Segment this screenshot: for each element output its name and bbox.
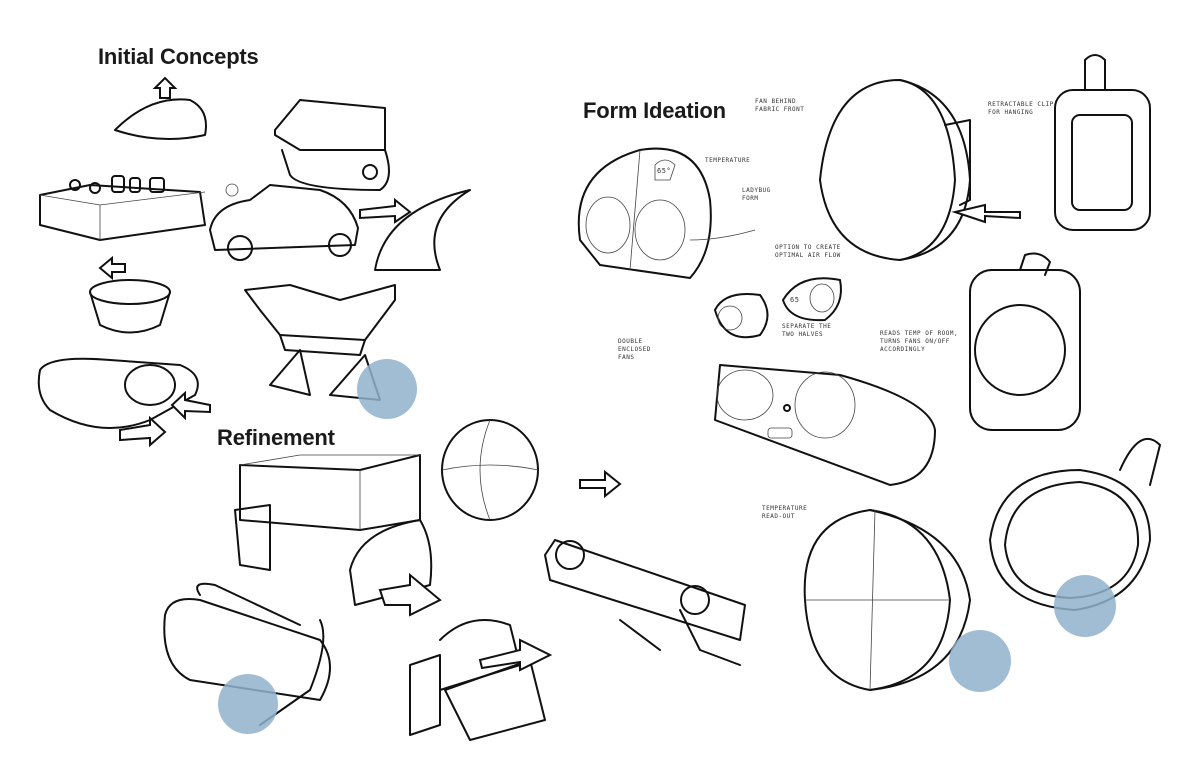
sketch-square-hanging-fan — [1054, 54, 1151, 231]
sketch-tray-concept — [39, 175, 206, 241]
annotation-ladybug-form: Ladybug form — [742, 187, 771, 202]
sketch-egg-fan — [819, 79, 1021, 261]
sketch-clip-refinement — [409, 619, 553, 741]
sketch-pillow-concept — [37, 357, 211, 448]
sketch-bar-refinement — [544, 539, 746, 666]
annotation-double-enclosed-fans: Double enclosed fans — [618, 338, 651, 361]
sketch-book-concept — [274, 99, 390, 191]
heading-form-ideation: Form Ideation — [583, 98, 726, 123]
sketch-car-concept — [209, 183, 359, 261]
annotation-temperature-readout: Temperature read-out — [762, 505, 808, 520]
highlight-dot — [357, 359, 417, 419]
temperature-display-small: 65 — [790, 296, 800, 304]
sketch-oval-hanging-fan — [989, 437, 1161, 611]
annotation-reads-temp: Reads temp of room, turns fans on/off ac… — [880, 330, 959, 353]
sketch-box-fan-refinement — [234, 454, 442, 617]
sketch-cradle-concept — [244, 284, 396, 401]
highlight-dot — [1054, 575, 1116, 637]
sketch-large-round-fan — [803, 509, 971, 691]
sketch-strap-pillow-refinement — [163, 582, 331, 726]
sketch-round-square-hanging-fan — [969, 252, 1081, 431]
annotation-retractable-clip: Retractable clip for hanging — [988, 101, 1054, 116]
annotation-separate-halves: Separate the two halves — [782, 323, 832, 338]
annotation-optimal-air-flow: Option to create optimal air flow — [775, 244, 841, 259]
sketch-small-ladybug-fans — [714, 277, 842, 339]
sketch-bucket-concept — [89, 255, 171, 334]
heading-refinement: Refinement — [217, 425, 335, 450]
sketch-ladybug-fan — [577, 147, 756, 279]
temperature-display: 65° — [657, 167, 672, 175]
annotation-fan-behind-fabric: Fan behind fabric front — [755, 98, 805, 113]
sketch-sail-concept — [359, 189, 471, 271]
heading-initial-concepts: Initial Concepts — [98, 44, 259, 69]
highlight-dot — [218, 674, 278, 734]
highlight-dot — [949, 630, 1011, 692]
sketch-ball-fan-refinement — [441, 419, 622, 521]
annotation-temperature: Temperature — [705, 157, 751, 164]
sketch-dome-concept — [114, 76, 207, 140]
sketch-double-fan-base — [714, 364, 936, 486]
